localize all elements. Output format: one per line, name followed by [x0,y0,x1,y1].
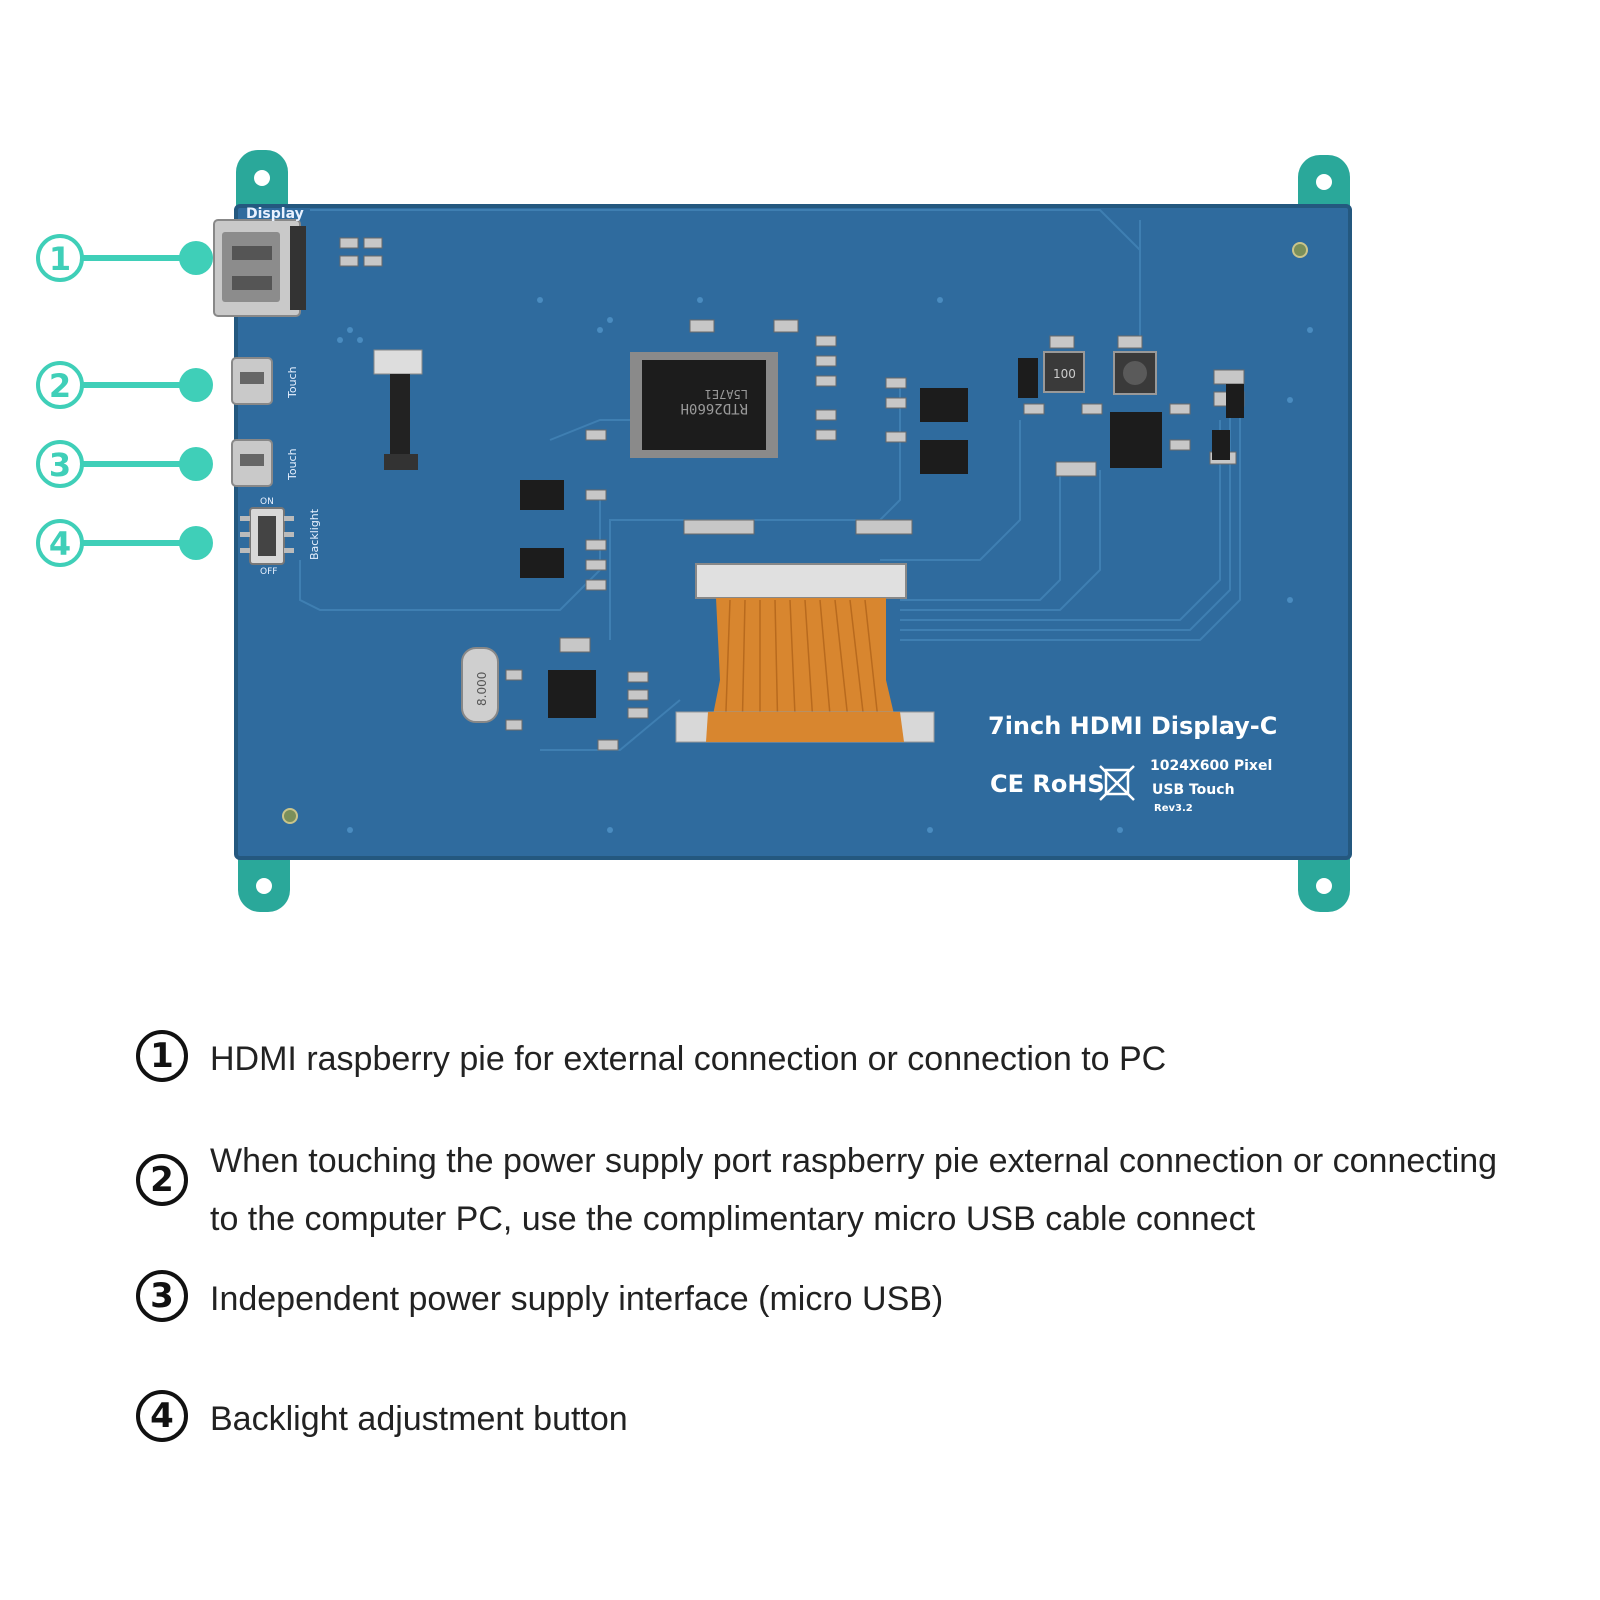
callout-2-number: 2 [49,367,71,405]
legend-badge-4: 4 [136,1390,188,1442]
switch-label-backlight: Backlight [308,508,321,560]
legend-item-3: 3 Independent power supply interface (mi… [136,1270,1530,1328]
inductors: 100 [1043,351,1157,395]
small-fpc-connector [373,349,423,470]
legend-text-4: Backlight adjustment button [210,1400,628,1438]
legend-badge-2: 2 [136,1154,188,1206]
callout-2: 2 [36,361,213,409]
weee-bin-icon [1099,765,1135,801]
callout-1-number: 1 [49,240,71,278]
cert-marks: CE RoHS [990,770,1105,798]
legend-item-1: 1 HDMI raspberry pie for external connec… [136,1030,1530,1088]
backlight-switch [240,507,294,565]
product-name: 7inch HDMI Display-C [988,712,1277,740]
crystal-oscillator: 8.000 [461,647,499,723]
display-flex-cable [675,563,935,743]
resolution-label: 1024X600 Pixel [1150,758,1272,774]
crystal-text: 8.000 [475,672,489,706]
smd-components [339,237,1245,751]
chip-text-2: L5A7E1 [705,387,748,401]
port-label-touch-2: Touch [286,448,299,481]
chip-text-1: RTD2660H [681,400,748,416]
switch-label-on: ON [260,497,274,507]
pcb-illustration: Display Touch Touch ON OFF Backlight RTD… [36,150,1352,912]
callout-1: 1 [36,234,213,282]
hdmi-port [213,219,306,317]
inductor-text: 100 [1053,367,1076,381]
power-micro-usb-port [231,439,273,487]
pcb-vias [337,297,1313,833]
ic-packages [520,358,1244,718]
legend-text-1: HDMI raspberry pie for external connecti… [210,1040,1167,1078]
callout-4-number: 4 [49,525,71,563]
callout-3-number: 3 [49,446,71,484]
legend-text-2: When touching the power supply port rasp… [210,1142,1498,1238]
callout-4: 4 [36,519,213,567]
touch-type-label: USB Touch [1152,782,1235,798]
legend-badge-3: 3 [136,1270,188,1322]
touch-micro-usb-port [231,357,273,405]
revision-label: Rev3.2 [1154,803,1193,814]
legend-text-3: Independent power supply interface (micr… [210,1280,944,1318]
legend-item-4: 4 Backlight adjustment button [136,1390,1530,1448]
main-chip: RTD2660H L5A7E1 [630,352,778,458]
legend-item-2: 2 When touching the power supply port ra… [136,1132,1530,1248]
port-label-display: Display [246,206,304,222]
legend-badge-1: 1 [136,1030,188,1082]
switch-label-off: OFF [260,567,277,577]
port-label-touch-1: Touch [286,366,299,399]
callout-3: 3 [36,440,213,488]
